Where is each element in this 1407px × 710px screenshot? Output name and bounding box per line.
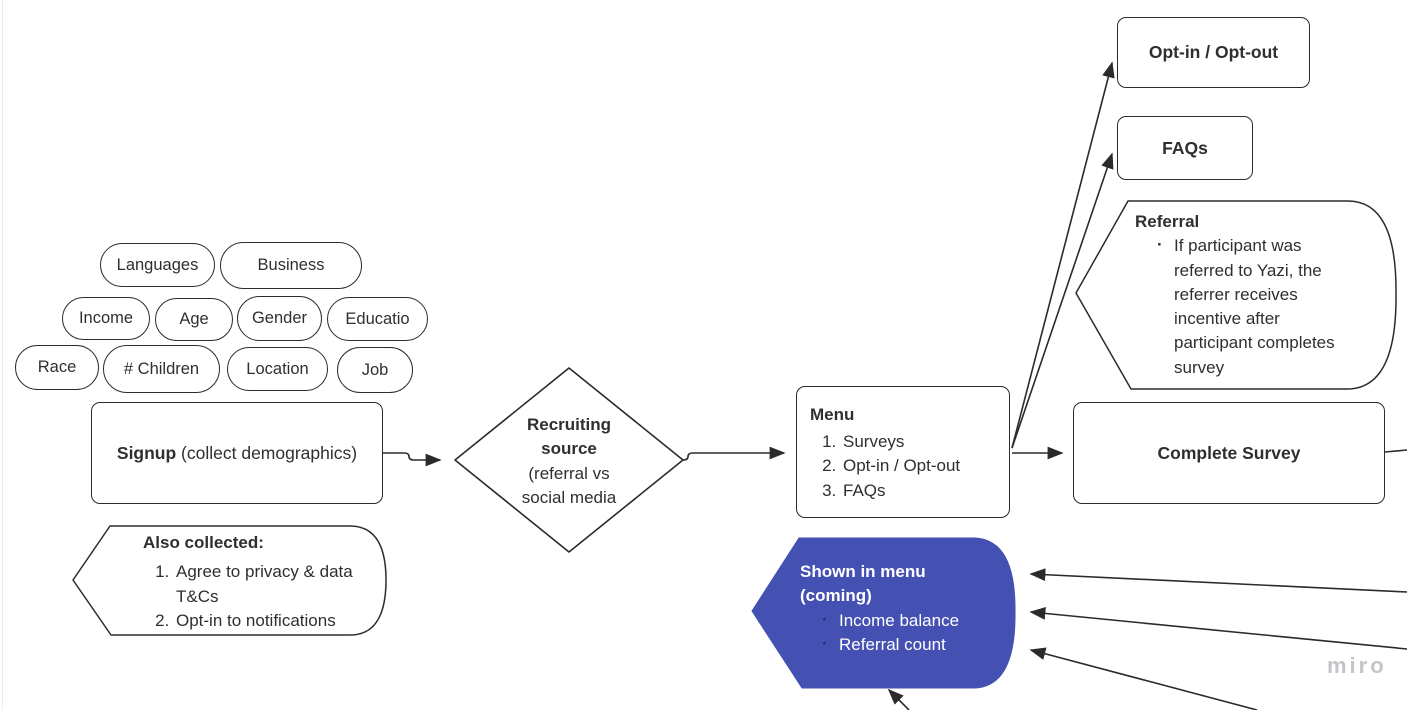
shown-in-menu-title: Shown in menu (coming) bbox=[800, 562, 926, 606]
menu-item: FAQs bbox=[841, 479, 1001, 503]
pill-num-children[interactable]: # Children bbox=[103, 345, 220, 393]
connector-menu-to-faqs[interactable] bbox=[1011, 152, 1114, 449]
pill-location[interactable]: Location bbox=[227, 347, 328, 391]
shown-in-menu-list: Income balance Referral count bbox=[800, 608, 990, 658]
connector-right-edge-to-shown-in-menu-1[interactable] bbox=[1029, 568, 1407, 593]
signup-node[interactable]: Signup (collect demographics) bbox=[91, 402, 383, 504]
miro-logo: miro bbox=[1327, 653, 1387, 678]
opt-in-opt-out-node[interactable]: Opt-in / Opt-out bbox=[1117, 17, 1310, 88]
pill-label: Business bbox=[257, 256, 325, 274]
menu-list: Surveys Opt-in / Opt-out FAQs bbox=[810, 430, 1001, 503]
pill-label: # Children bbox=[123, 359, 200, 378]
complete-survey-label: Complete Survey bbox=[1157, 442, 1301, 463]
shown-in-menu-bullet: Income balance bbox=[822, 608, 990, 633]
opt-in-opt-out-label: Opt-in / Opt-out bbox=[1148, 42, 1279, 62]
pill-label: Educatio bbox=[345, 309, 410, 328]
pill-business[interactable]: Business bbox=[220, 242, 362, 289]
connector-signup-to-recruiting[interactable] bbox=[382, 452, 442, 467]
shown-in-menu-text: Shown in menu (coming) Income balance Re… bbox=[800, 560, 990, 657]
pill-label: Job bbox=[361, 360, 389, 379]
faqs-label: FAQs bbox=[1162, 137, 1208, 158]
also-collected-title: Also collected: bbox=[143, 533, 264, 552]
referral-text: Referral If participant was referred to … bbox=[1135, 210, 1367, 380]
also-collected-item: Agree to privacy & data T&Cs bbox=[174, 560, 368, 609]
signup-title-bold: Signup bbox=[116, 442, 177, 463]
shown-in-menu-bullet: Referral count bbox=[822, 632, 990, 657]
referral-title: Referral bbox=[1135, 212, 1200, 231]
also-collected-list: Agree to privacy & data T&Cs Opt-in to n… bbox=[143, 560, 375, 633]
recruiting-source-diamond[interactable] bbox=[454, 367, 684, 553]
connector-right-edge-to-shown-in-menu-2[interactable] bbox=[1029, 607, 1407, 650]
pill-age[interactable]: Age bbox=[155, 298, 233, 341]
pill-education[interactable]: Educatio bbox=[327, 297, 428, 341]
faqs-node[interactable]: FAQs bbox=[1117, 116, 1253, 180]
connector-complete-survey-to-right-edge[interactable] bbox=[1384, 449, 1407, 453]
menu-item: Opt-in / Opt-out bbox=[841, 454, 1001, 478]
pill-label: Race bbox=[37, 358, 77, 376]
complete-survey-node[interactable]: Complete Survey bbox=[1073, 402, 1385, 504]
recruiting-source-subtitle: (referral vs social media bbox=[521, 463, 617, 507]
also-collected-text: Also collected: Agree to privacy & data … bbox=[143, 531, 375, 633]
referral-bullet: If participant was referred to Yazi, the… bbox=[1157, 233, 1354, 380]
recruiting-source-title: Recruiting source bbox=[526, 415, 612, 459]
pill-label: Income bbox=[78, 309, 134, 327]
pill-gender[interactable]: Gender bbox=[237, 296, 322, 341]
connector-bottom-right-to-shown-in-menu[interactable] bbox=[1029, 647, 1258, 710]
frame-edge-line bbox=[2, 0, 3, 710]
pill-label: Languages bbox=[116, 255, 199, 274]
connector-bottom-to-shown-in-menu[interactable] bbox=[887, 688, 910, 710]
menu-item: Surveys bbox=[841, 430, 1001, 454]
also-collected-item: Opt-in to notifications bbox=[174, 609, 368, 633]
pill-label: Gender bbox=[251, 309, 308, 327]
referral-list: If participant was referred to Yazi, the… bbox=[1135, 233, 1367, 380]
menu-node[interactable]: Menu Surveys Opt-in / Opt-out FAQs bbox=[796, 386, 1010, 518]
connector-recruiting-to-menu[interactable] bbox=[682, 446, 786, 461]
menu-title: Menu bbox=[810, 405, 855, 424]
signup-title-rest: (collect demographics) bbox=[176, 442, 358, 463]
pill-languages[interactable]: Languages bbox=[100, 243, 215, 287]
pill-job[interactable]: Job bbox=[337, 347, 413, 393]
pill-label: Location bbox=[246, 359, 309, 378]
also-collected-pennant[interactable] bbox=[72, 525, 387, 636]
connector-menu-to-optin[interactable] bbox=[1011, 61, 1115, 449]
pill-race[interactable]: Race bbox=[15, 345, 99, 390]
pill-label: Age bbox=[179, 310, 209, 328]
recruiting-source-text: Recruiting source (referral vs social me… bbox=[507, 413, 631, 510]
pill-income[interactable]: Income bbox=[62, 297, 150, 340]
